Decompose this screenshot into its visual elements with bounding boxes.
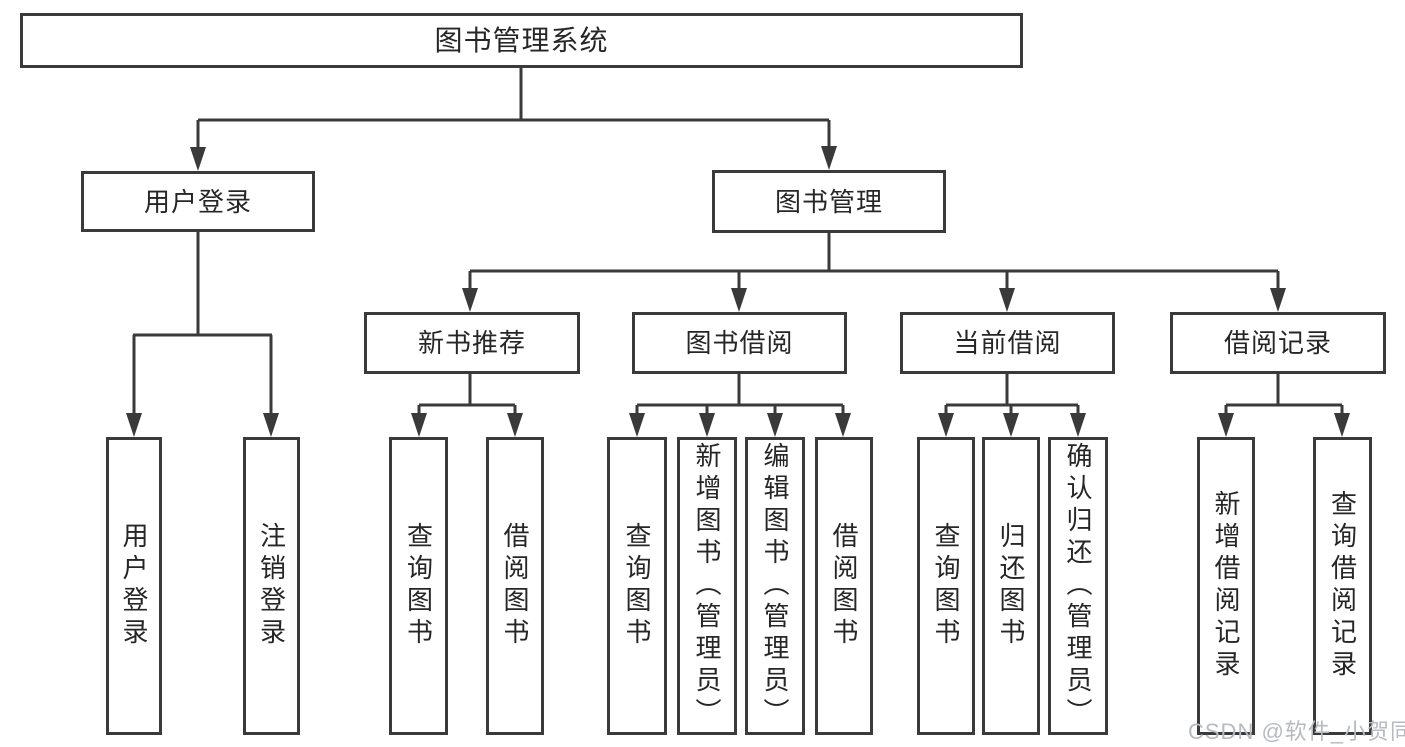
leaf-user-login: 用户登录 xyxy=(106,437,162,735)
leaf-borrow-books-recommend: 借阅图书 xyxy=(486,437,544,735)
leaf-query-books-recommend: 查询图书 xyxy=(389,437,448,735)
node-book-management: 图书管理 xyxy=(712,170,946,233)
node-borrowing-records: 借阅记录 xyxy=(1170,312,1386,374)
leaf-query-borrowing-record: 查询借阅记录 xyxy=(1313,437,1372,735)
csdn-watermark: CSDN @软件_小贺同学 xyxy=(1188,719,1405,744)
leaf-borrow-books-borrowing: 借阅图书 xyxy=(815,437,873,735)
leaf-query-books-current: 查询图书 xyxy=(917,437,975,735)
node-new-book-recommendation: 新书推荐 xyxy=(364,312,580,374)
leaf-query-books-borrowing: 查询图书 xyxy=(607,437,667,735)
leaf-confirm-return-admin: 确认归还（管理员） xyxy=(1048,437,1108,735)
node-user-login-branch: 用户登录 xyxy=(81,171,315,232)
leaf-add-borrowing-record: 新增借阅记录 xyxy=(1197,437,1255,735)
node-current-borrowing: 当前借阅 xyxy=(900,312,1115,374)
leaf-add-book-admin: 新增图书（管理员） xyxy=(677,437,737,735)
node-library-management-system: 图书管理系统 xyxy=(20,13,1023,68)
leaf-logout: 注销登录 xyxy=(243,437,300,735)
leaf-edit-book-admin: 编辑图书（管理员） xyxy=(745,437,805,735)
node-book-borrowing: 图书借阅 xyxy=(632,312,847,374)
leaf-return-books: 归还图书 xyxy=(982,437,1040,735)
